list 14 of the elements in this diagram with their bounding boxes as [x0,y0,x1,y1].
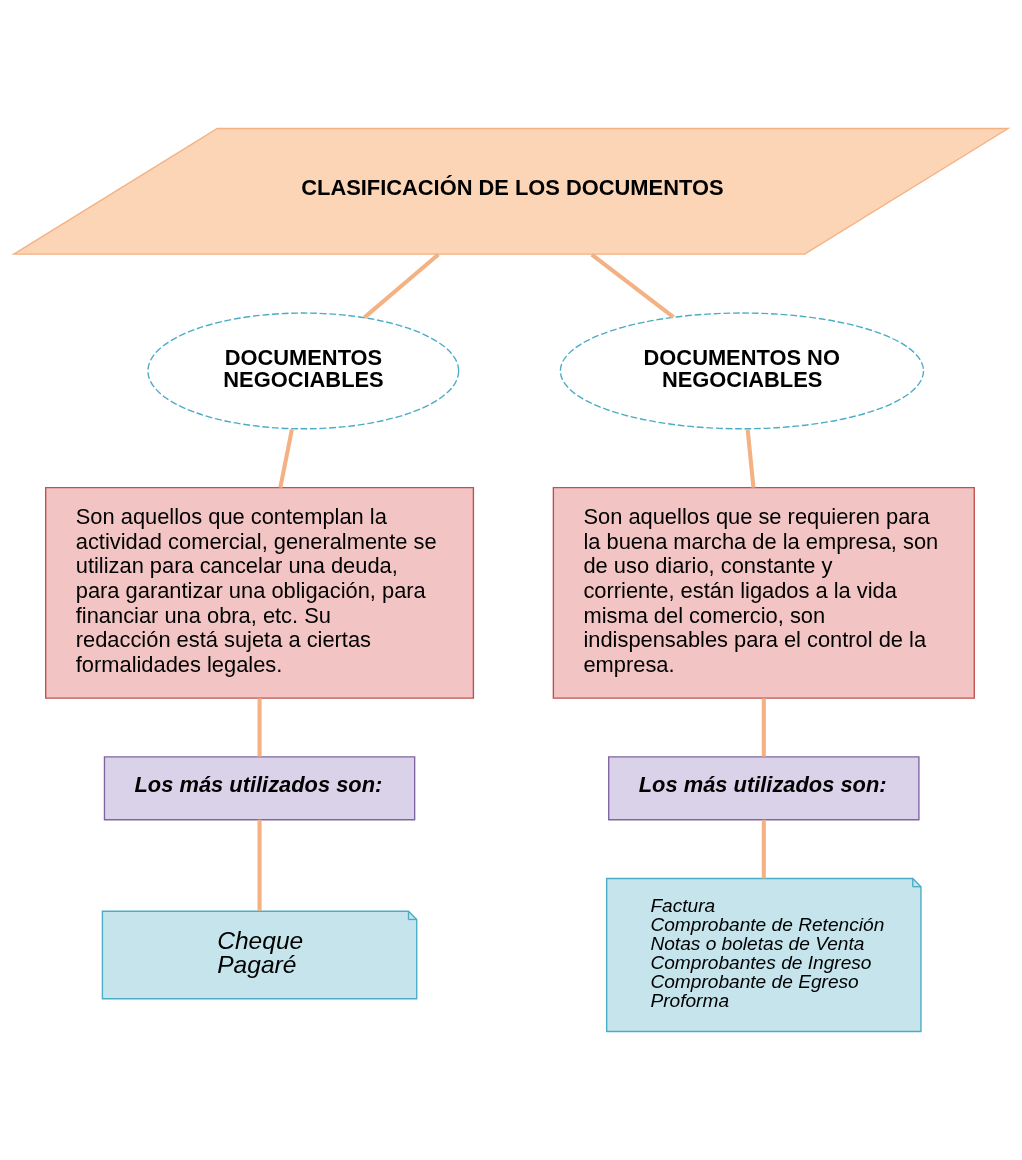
node-ellipse: DOCUMENTOS NEGOCIABLES [147,312,460,430]
connector [257,819,262,911]
node-box: Son aquellos que se requieren para la buena marcha de la empresa, son de uso diario, constante y corriente, están ligados a la vida misma del comercio, son indispensables para el control de la empresa. [552,486,975,699]
connector [257,698,262,757]
connector [745,429,756,488]
connector [761,698,766,757]
connector [363,253,440,319]
connector [761,819,766,879]
node-box: Los más utilizados son: [608,756,920,821]
node-box: Son aquellos que contemplan la actividad comercial, generalmente se utilizan para cancelar una deuda, para garantizar una obligación, para financiar una obra, etc. Su redacción está sujeta a ciertas formalidades legales. [45,486,475,699]
node-ellipse: DOCUMENTOS NO NEGOCIABLES [559,312,925,430]
connector [590,252,675,319]
node-box: Los más utilizados son: [103,756,416,821]
connector [278,428,294,488]
